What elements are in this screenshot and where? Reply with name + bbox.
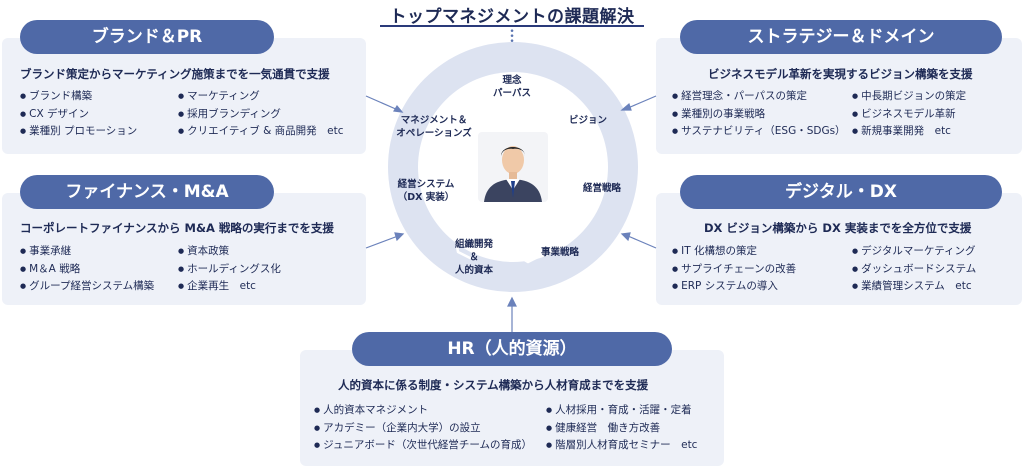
segment-label-management-system: 経営システム （DX 実装） [397, 179, 455, 203]
list-item: ダッシュボードシステム [852, 261, 976, 279]
chevron-icon [430, 112, 454, 128]
list-item: 人材採用・育成・活躍・定着 [546, 402, 697, 420]
arrow-finance-head [394, 232, 405, 242]
card-strategy-domain-list-left: 経営理念・パーパスの策定 業種別の事業戦略 サステナビリティ（ESG・SDGs） [672, 88, 846, 141]
card-brand-pr-subtitle: ブランド策定からマーケティング施策までを一気通貫で支援 [20, 67, 330, 81]
card-digital-dx-title: デジタル・DX [680, 175, 1002, 209]
card-hr-list-right: 人材採用・育成・活躍・定着 健康経営 働き方改善 階層別人材育成セミナー etc [546, 402, 697, 455]
list-item: M＆A 戦略 [20, 261, 154, 279]
card-strategy-domain-subtitle: ビジネスモデル革新を実現するビジョン構築を支援 [708, 67, 973, 81]
segment-label-business-strategy: 事業戦略 [540, 247, 579, 258]
list-item: 資本政策 [178, 243, 281, 261]
page-title: トップマネジメントの課題解決 [389, 7, 635, 27]
list-item: ブランド構築 [20, 88, 137, 106]
list-item: 人的資本マネジメント [314, 402, 532, 420]
arrow-hr-head [507, 296, 517, 307]
card-hr-title: HR（人的資源） [352, 332, 672, 366]
list-item: マーケティング [178, 88, 343, 106]
list-item: サプライチェーンの改善 [672, 261, 796, 279]
card-brand-pr-list-right: マーケティング 採用ブランディング クリエイティブ & 商品開発 etc [178, 88, 343, 141]
list-item: グループ経営システム構築 [20, 278, 154, 296]
list-item: デジタルマーケティング [852, 243, 976, 261]
arrow-brand [365, 95, 399, 111]
list-item: サステナビリティ（ESG・SDGs） [672, 123, 845, 141]
chevron-icon [590, 138, 602, 162]
card-finance-ma-list-right: 資本政策 ホールディングス化 企業再生 etc [178, 243, 281, 296]
card-digital-dx-list-left: IT 化構想の策定 サプライチェーンの改善 ERP システムの導入 [672, 243, 796, 296]
arrow-brand-head [393, 104, 404, 113]
list-item: CX デザイン [20, 106, 137, 124]
segment-label-purpose: 理念 パーパス [493, 75, 531, 99]
list-item: 経営理念・パーパスの策定 [672, 88, 846, 106]
card-strategy-domain-list-right: 中長期ビジョンの策定 ビジネスモデル革新 新規事業開発 etc [852, 88, 966, 141]
arrow-strategy-head [620, 102, 632, 111]
list-item: ERP システムの導入 [672, 278, 796, 296]
list-item: 業績管理システム etc [852, 278, 976, 296]
list-item: ビジネスモデル革新 [852, 106, 966, 124]
list-item: 業種別 プロモーション [20, 123, 137, 141]
list-item: クリエイティブ & 商品開発 etc [178, 123, 343, 141]
segment-label-management-strategy: 経営戦略 [582, 183, 621, 194]
card-finance-ma-list-left: 事業承継 M＆A 戦略 グループ経営システム構築 [20, 243, 154, 296]
card-hr-list-left: 人的資本マネジメント アカデミー（企業内大学）の設立 ジュニアボード（次世代経営… [314, 402, 532, 455]
chevron-icon [576, 204, 600, 222]
list-item: 採用ブランディング [178, 106, 343, 124]
list-item: 健康経営 働き方改善 [546, 420, 697, 438]
list-item: ジュニアボード（次世代経営チームの育成） [314, 437, 532, 455]
arrow-digital-head [620, 232, 631, 242]
arrow-digital [627, 235, 657, 249]
card-strategy-domain-title: ストラテジー＆ドメイン [680, 20, 1002, 54]
card-finance-ma-title: ファイナンス・M&A [20, 175, 274, 209]
segment-label-vision: ビジョン [568, 115, 607, 126]
arrow-strategy [627, 95, 657, 109]
businessman-icon [478, 132, 548, 202]
segment-label-operations: マネジメント＆ オペレーションズ [396, 115, 472, 139]
card-finance-ma-subtitle: コーポレートファイナンスから M&A 戦略の実行までを支援 [20, 221, 334, 235]
card-hr-subtitle: 人的資本に係る制度・システム構築から人材育成までを支援 [338, 378, 649, 392]
list-item: 事業承継 [20, 243, 154, 261]
card-brand-pr-title: ブランド＆PR [20, 20, 274, 54]
title-underline [380, 25, 644, 27]
list-item: 階層別人材育成セミナー etc [546, 437, 697, 455]
card-digital-dx-subtitle: DX ビジョン構築から DX 実装までを全方位で支援 [704, 221, 972, 235]
card-brand-pr-list-left: ブランド構築 CX デザイン 業種別 プロモーション [20, 88, 137, 141]
list-item: 企業再生 etc [178, 278, 281, 296]
chevron-icon [418, 168, 428, 194]
list-item: アカデミー（企業内大学）の設立 [314, 420, 532, 438]
chevron-icon [558, 86, 574, 108]
list-item: 業種別の事業戦略 [672, 106, 846, 124]
list-item: IT 化構想の策定 [672, 243, 796, 261]
card-digital-dx-list-right: デジタルマーケティング ダッシュボードシステム 業績管理システム etc [852, 243, 976, 296]
chevron-icon [516, 254, 542, 264]
arrow-finance [365, 235, 399, 249]
segment-label-organization: 組織開発 ＆ 人的資本 [454, 239, 493, 276]
list-item: ホールディングス化 [178, 261, 281, 279]
list-item: 新規事業開発 etc [852, 123, 966, 141]
list-item: 中長期ビジョンの策定 [852, 88, 966, 106]
chevron-icon [454, 238, 472, 260]
